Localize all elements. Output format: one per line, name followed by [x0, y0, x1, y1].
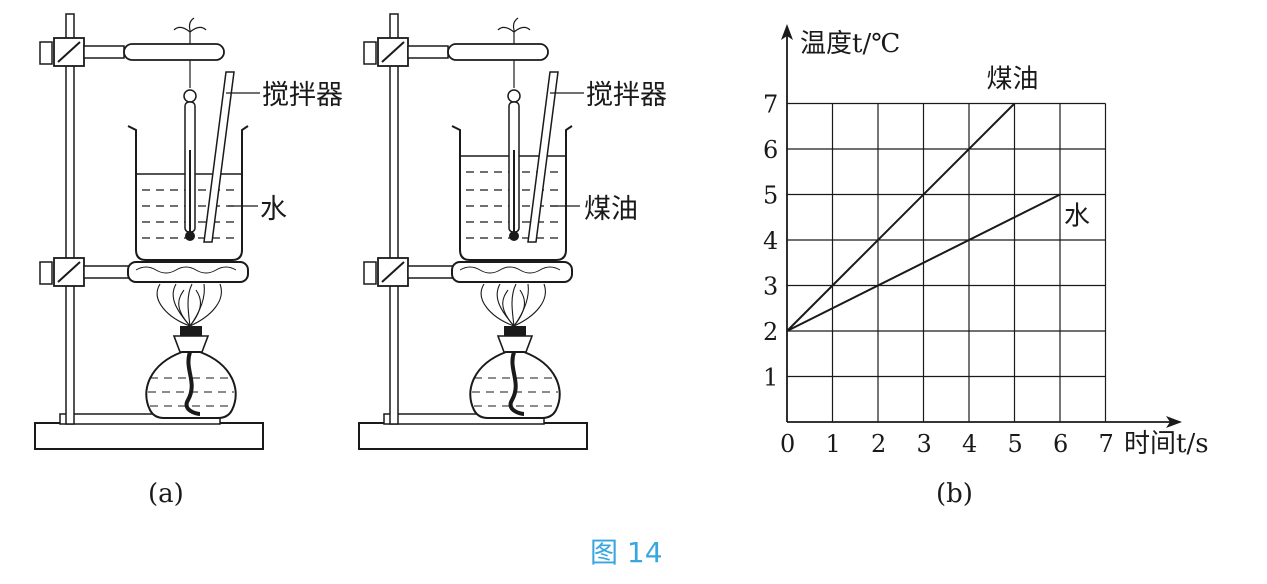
liquid-label-kerosene: 煤油 [584, 194, 638, 225]
y-tick-label: 1 [763, 364, 778, 392]
y-tick-label: 3 [763, 273, 778, 301]
axes [781, 24, 1182, 428]
liquid-label-water: 水 [260, 194, 287, 225]
stirrer [203, 71, 235, 243]
y-axis-label: 温度t/℃ [800, 29, 900, 59]
y-tick-label: 2 [763, 318, 778, 346]
temperature-time-graph: 1 2 3 4 5 6 7 1 2 3 4 5 6 7 煤油水 温度t/℃ 时间t/s 0 (b) [763, 24, 1209, 509]
y-axis-arrow [781, 24, 793, 40]
series-label-kerosene: 煤油 [987, 65, 1039, 95]
series: 煤油水 [786, 65, 1090, 332]
ring-clamp [39, 257, 249, 287]
x-tick-label: 1 [826, 430, 841, 458]
x-axis-arrow [1166, 416, 1182, 428]
x-axis-label: 时间t/s [1124, 429, 1209, 459]
figure-caption: 图 14 [590, 536, 663, 569]
flame [156, 283, 222, 327]
stand-base [34, 422, 264, 450]
y-tick-label: 7 [763, 91, 778, 119]
apparatus-kerosene: 搅拌器 煤油 [358, 13, 667, 450]
x-tick-label: 6 [1053, 430, 1068, 458]
grid [787, 102, 1107, 422]
y-tick-label: 6 [763, 136, 778, 164]
x-tick-label: 2 [871, 430, 886, 458]
y-tick-label: 5 [763, 182, 778, 210]
stirrer-label-b: 搅拌器 [586, 80, 667, 111]
alcohol-lamp [145, 326, 237, 419]
thermometer [183, 89, 197, 241]
x-tick-label: 3 [917, 430, 932, 458]
x-tick-label: 7 [1099, 430, 1114, 458]
series-line-water [786, 193, 1061, 332]
series-label-water: 水 [1064, 202, 1090, 232]
y-tick-label: 4 [763, 227, 778, 255]
upper-clamp [39, 17, 225, 88]
stand-rod [65, 13, 75, 425]
apparatus-water: 搅拌器 水 (a) [34, 13, 343, 509]
origin-label: 0 [780, 430, 795, 458]
series-line-kerosene [786, 102, 1016, 332]
x-tick-label: 4 [962, 430, 977, 458]
tick-labels: 1 2 3 4 5 6 7 1 2 3 4 5 6 7 [763, 91, 1114, 459]
stirrer-label-a: 搅拌器 [262, 80, 343, 111]
caption-a: (a) [148, 479, 184, 509]
caption-b: (b) [936, 479, 973, 509]
x-tick-label: 5 [1008, 430, 1023, 458]
